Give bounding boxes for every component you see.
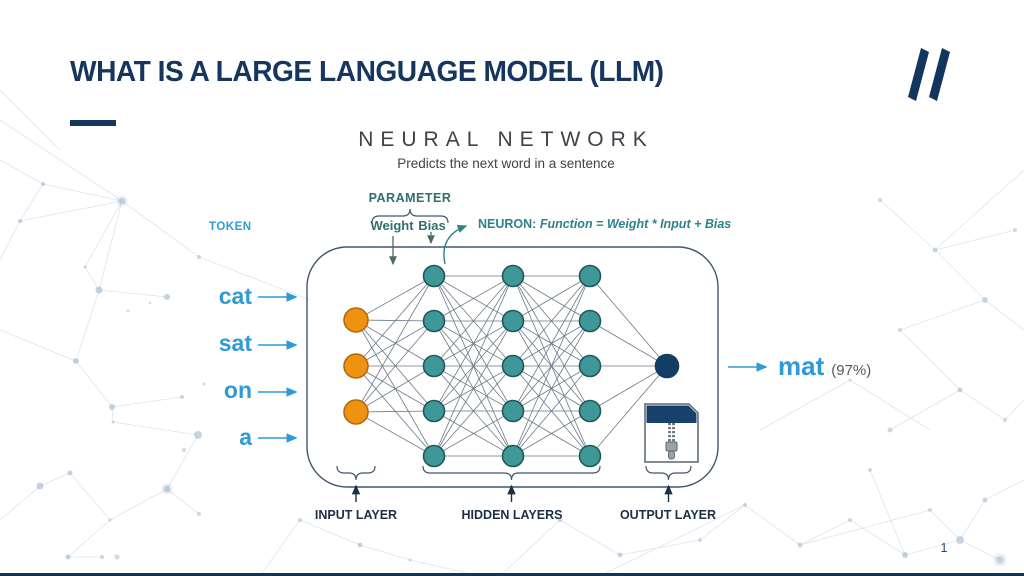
diagram-heading: NEURAL NETWORK xyxy=(358,128,654,151)
layer-pointer-arrows xyxy=(351,484,673,502)
parameter-label: PARAMETER xyxy=(369,191,452,205)
predicted-word-text: mat xyxy=(778,351,825,381)
layer-braces xyxy=(336,465,692,481)
page-number: 1 xyxy=(940,541,948,555)
zip-file-icon xyxy=(644,403,699,463)
token-word: sat xyxy=(218,330,252,356)
neuron-pointer-curve xyxy=(443,224,468,265)
token-input-arrows xyxy=(258,292,298,443)
output-layer-label: OUTPUT LAYER xyxy=(620,508,716,522)
neuron-formula: NEURON: Function = Weight * Input + Bias xyxy=(478,217,731,231)
network-nodes-and-edges xyxy=(343,264,680,468)
token-word: a xyxy=(239,424,252,450)
parameter-brace xyxy=(371,208,449,224)
diagram-subheading: Predicts the next word in a sentence xyxy=(397,156,615,171)
token-word: on xyxy=(223,377,252,403)
predicted-word: mat (97%) xyxy=(778,351,871,382)
title-underline-dash xyxy=(70,120,116,126)
neural-network-diagram: PARAMETER Weight Bias NEURON: Function =… xyxy=(258,191,768,522)
token-word: cat xyxy=(218,283,252,309)
bottom-accent-bar xyxy=(0,573,1024,576)
bias-label: Bias xyxy=(418,218,445,233)
company-logo-icon xyxy=(908,48,950,101)
token-label: TOKEN xyxy=(209,221,252,233)
hidden-layers-label: HIDDEN LAYERS xyxy=(462,508,563,522)
input-layer-label: INPUT LAYER xyxy=(315,508,397,522)
weight-label: Weight xyxy=(370,218,414,233)
predicted-word-probability: (97%) xyxy=(831,362,872,379)
slide-title: WHAT IS A LARGE LANGUAGE MODEL (LLM) xyxy=(70,56,664,88)
